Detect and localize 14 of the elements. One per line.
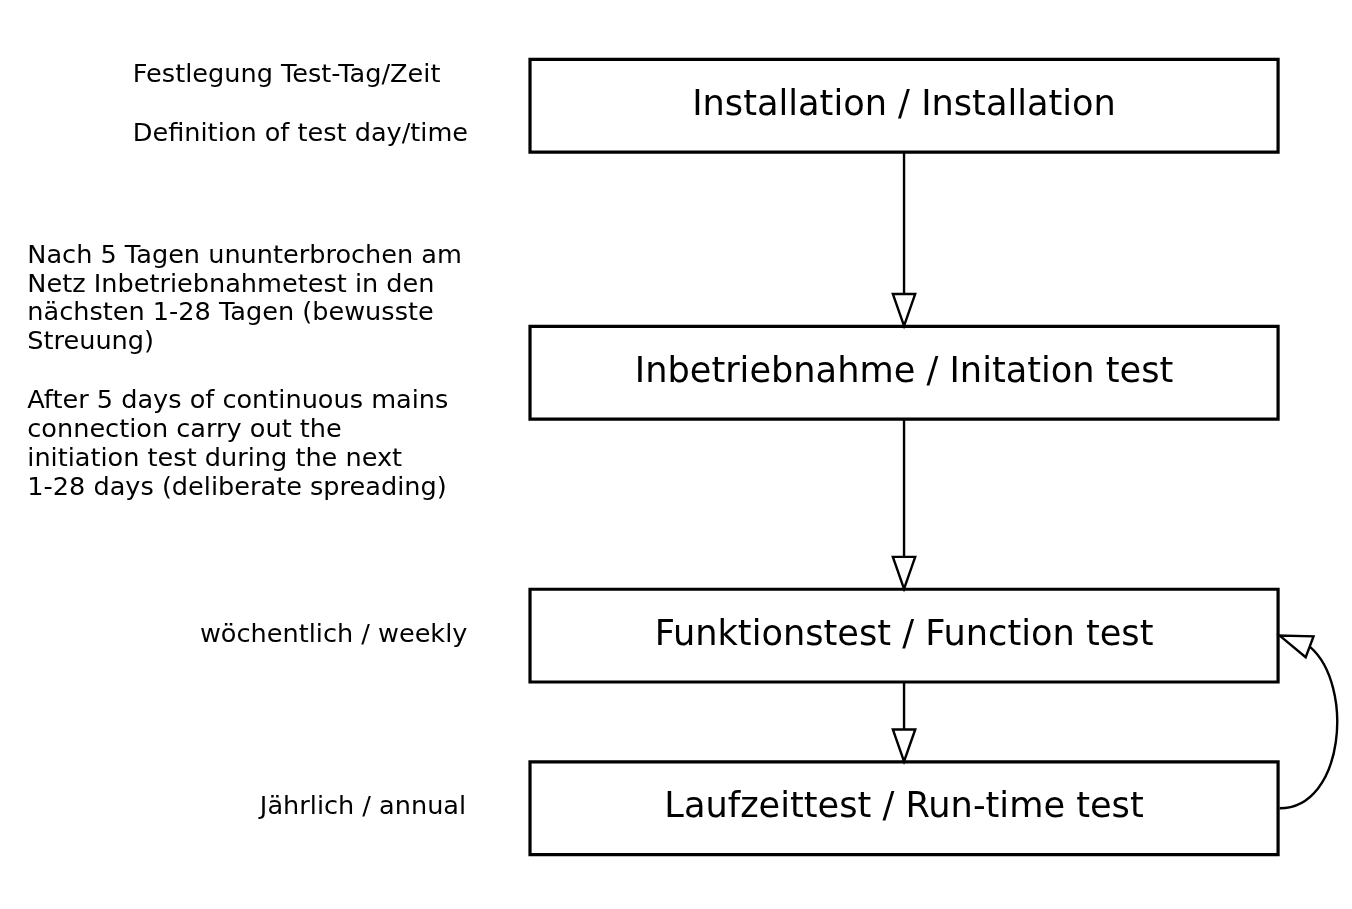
node-label: Definition of test day/time [132,116,469,147]
node-label: Festlegung Test-Tag/Zeit [132,57,441,88]
node-label: Jährlich / annual [259,789,467,820]
node-box: Installation / Installation [528,57,1280,154]
arrow [891,419,917,592]
arrow [1276,633,1339,809]
node-box: Funktionstest / Function test [528,587,1280,684]
arrow [891,681,917,765]
node-label: wöchentlich / weekly [199,617,468,648]
node-box: Inbetriebnahme / Initation test [528,324,1280,421]
node-label: Nach 5 Tagen ununterbrochen am Netz Inbetriebnahmetest in den nächsten 1-28 Tagen (bewusste Streuung) [27,238,462,355]
arrow [891,152,917,330]
node-label: After 5 days of continuous mains connection carry out the initiation test during the next 1-28 days (deliberate spreading) [27,383,449,501]
node-box: Laufzeittest / Run-time test [528,759,1280,856]
